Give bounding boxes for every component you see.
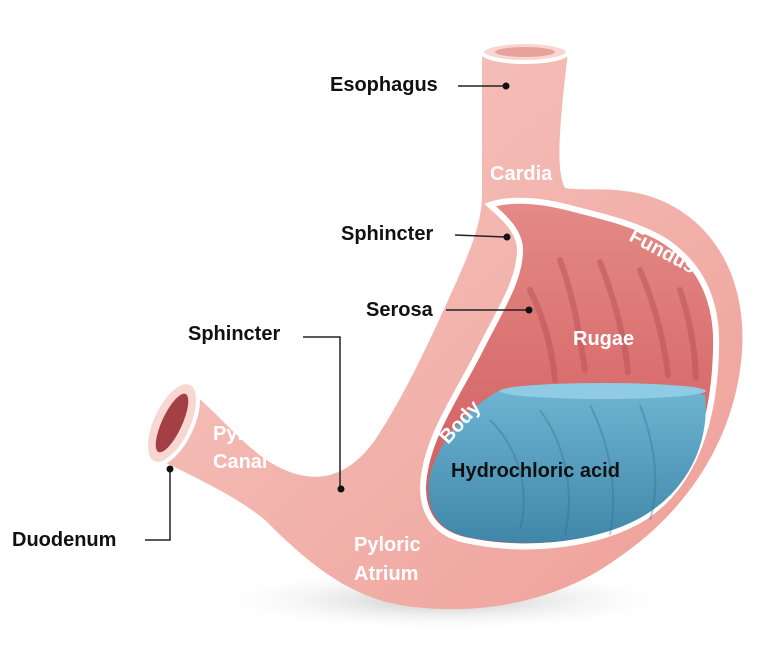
callout-duodenum: Duodenum	[12, 465, 174, 551]
region-label-cardia: Cardia	[490, 163, 553, 185]
acid-pool	[428, 385, 706, 543]
callout-label-sphincter-lower: Sphincter	[188, 323, 280, 345]
region-label-pyloric-canal-2: Canal	[213, 451, 267, 473]
rugae-folds	[527, 257, 699, 383]
callout-label-duodenum: Duodenum	[12, 529, 116, 551]
callout-label-sphincter-upper: Sphincter	[341, 223, 433, 245]
callout-esophagus: Esophagus	[330, 74, 510, 96]
callout-sphincter-lower: Sphincter	[188, 323, 345, 493]
region-label-pyloric-atrium-2: Atrium	[354, 563, 418, 585]
callout-label-esophagus: Esophagus	[330, 74, 438, 96]
callout-serosa: Serosa	[366, 299, 533, 321]
callout-label-serosa: Serosa	[366, 299, 434, 321]
region-label-pyloric-canal-1: Pyloric	[213, 423, 280, 445]
region-label-rugae: Rugae	[573, 328, 634, 350]
callout-label-hydrochloric-acid: Hydrochloric acid	[451, 460, 620, 482]
region-label-pyloric-atrium-1: Pyloric	[354, 534, 421, 556]
callout-sphincter-upper: Sphincter	[341, 223, 511, 245]
